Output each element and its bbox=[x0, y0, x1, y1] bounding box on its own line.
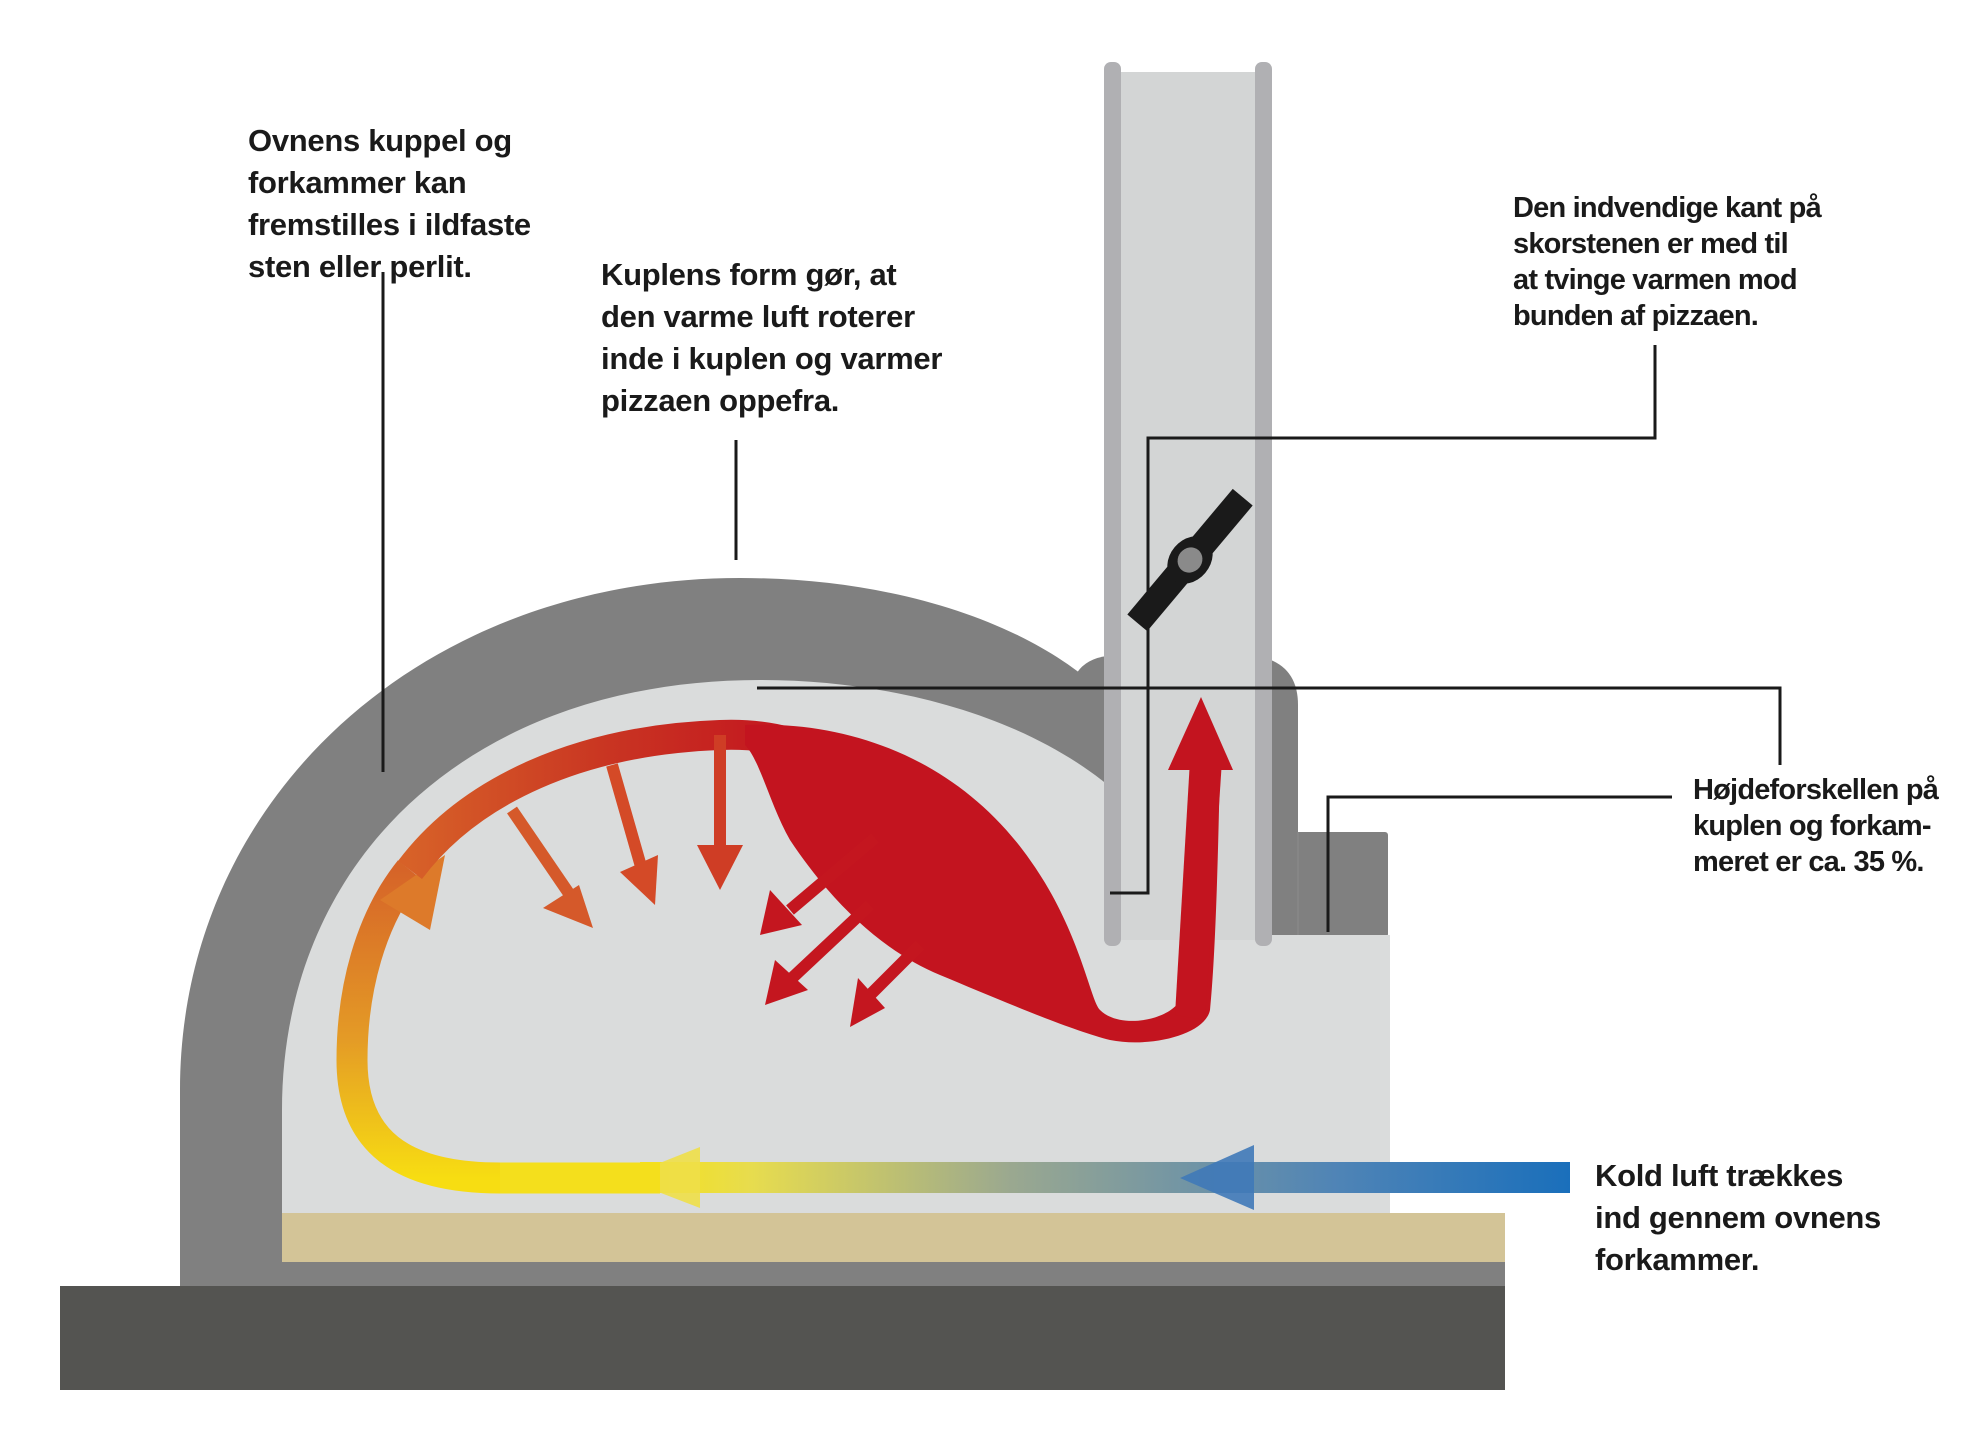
annotation-line: Højdeforskellen på bbox=[1693, 774, 1939, 806]
heat-arrow bbox=[507, 806, 593, 928]
heat-arrow bbox=[606, 763, 658, 905]
annotation-line: Kuplens form gør, at bbox=[601, 257, 897, 292]
annotation-line: den varme luft roterer bbox=[601, 299, 915, 334]
annotation-line: inde i kuplen og varmer bbox=[601, 341, 943, 376]
annotation-dome-shape: Kuplens form gør, at den varme luft rote… bbox=[601, 254, 942, 422]
cold-air-arrow bbox=[622, 1145, 1570, 1210]
annotation-line: Kold luft trækkes bbox=[1595, 1158, 1844, 1193]
hearth-under bbox=[282, 1262, 1505, 1286]
heat-arrows bbox=[507, 735, 925, 1027]
annotation-line: ind gennem ovnens bbox=[1595, 1200, 1881, 1235]
annotation-line: forkammer. bbox=[1595, 1242, 1760, 1277]
forechamber-block bbox=[1290, 832, 1388, 937]
annotation-line: bunden af pizzaen. bbox=[1513, 300, 1759, 332]
annotation-line: fremstilles i ildfaste bbox=[248, 207, 531, 242]
annotation-line: at tvinge varmen mod bbox=[1513, 264, 1798, 296]
heat-arrow bbox=[697, 735, 743, 890]
annotation-height-difference: Højdeforskellen på kuplen og forkam- mer… bbox=[1693, 772, 1939, 880]
leader-height-forechamber bbox=[1326, 795, 1672, 932]
annotation-line: pizzaen oppefra. bbox=[601, 383, 840, 418]
leader-lines bbox=[381, 272, 1782, 932]
heat-arrow bbox=[760, 833, 879, 935]
annotation-line: sten eller perlit. bbox=[248, 249, 472, 284]
hearth-stone bbox=[282, 1213, 1505, 1262]
annotation-chimney-edge: Den indvendige kant på skorstenen er med… bbox=[1513, 190, 1822, 334]
oven-base bbox=[60, 1286, 1505, 1390]
warm-air-loop bbox=[336, 860, 660, 1194]
exhaust-arrowhead-icon bbox=[1168, 697, 1233, 770]
chimney-rail-left bbox=[1104, 62, 1121, 946]
annotation-line: skorstenen er med til bbox=[1513, 228, 1789, 260]
annotation-dome-material: Ovnens kuppel og forkammer kan fremstill… bbox=[248, 120, 531, 288]
chimney-rail-right bbox=[1255, 62, 1272, 946]
heat-arrow bbox=[765, 900, 875, 1005]
heat-arrow bbox=[850, 940, 925, 1027]
exhaust-arrow-shaft bbox=[1175, 760, 1222, 1020]
annotation-cold-air: Kold luft trækkes ind gennem ovnens fork… bbox=[1595, 1155, 1881, 1281]
leader-height-dome bbox=[757, 686, 1782, 765]
annotation-line: forkammer kan bbox=[248, 165, 467, 200]
annotation-line: Ovnens kuppel og bbox=[248, 123, 512, 158]
hot-air-body bbox=[745, 724, 1220, 1043]
annotation-line: kuplen og forkam- bbox=[1693, 810, 1932, 842]
warm-arrowhead-icon bbox=[380, 855, 445, 930]
annotation-line: meret er ca. 35 %. bbox=[1693, 846, 1924, 878]
leader-chimney-edge bbox=[1110, 345, 1657, 895]
annotation-line: Den indvendige kant på bbox=[1513, 192, 1822, 224]
damper-icon bbox=[1127, 488, 1253, 632]
